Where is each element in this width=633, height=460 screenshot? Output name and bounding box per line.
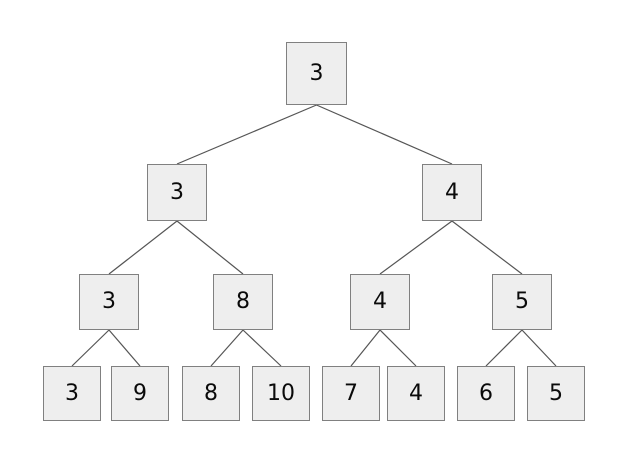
tree-node-label: 5 bbox=[515, 289, 529, 314]
tree-node[interactable]: 5 bbox=[492, 274, 552, 330]
tree-node[interactable]: 4 bbox=[422, 164, 482, 221]
tree-edge bbox=[379, 220, 453, 275]
tree-node[interactable]: 8 bbox=[213, 274, 273, 330]
tree-edge bbox=[350, 329, 381, 367]
tree-edge bbox=[210, 329, 244, 367]
tree-node-label: 5 bbox=[549, 380, 563, 406]
tree-edge bbox=[521, 329, 557, 367]
tree-node-label: 8 bbox=[204, 380, 218, 406]
tree-node-label: 8 bbox=[236, 289, 250, 314]
tree-edge bbox=[379, 329, 417, 367]
tree-node[interactable]: 3 bbox=[43, 366, 101, 421]
tree-node-label: 3 bbox=[65, 380, 79, 406]
tree-node[interactable]: 3 bbox=[79, 274, 139, 330]
tree-node[interactable]: 7 bbox=[322, 366, 380, 421]
tree-node-label: 4 bbox=[445, 179, 459, 205]
tree-node[interactable]: 6 bbox=[457, 366, 515, 421]
tree-edge bbox=[242, 329, 282, 367]
tree-node[interactable]: 3 bbox=[286, 42, 347, 105]
tree-node-label: 7 bbox=[344, 380, 358, 406]
tree-node-label: 4 bbox=[373, 289, 387, 314]
tree-node[interactable]: 8 bbox=[182, 366, 240, 421]
tree-node-label: 3 bbox=[170, 179, 184, 205]
tree-edge bbox=[108, 220, 178, 275]
tree-node[interactable]: 10 bbox=[252, 366, 310, 421]
tree-edge bbox=[108, 329, 141, 367]
tree-node[interactable]: 9 bbox=[111, 366, 169, 421]
tree-edge bbox=[485, 329, 523, 367]
tree-node[interactable]: 4 bbox=[387, 366, 445, 421]
tree-node-label: 4 bbox=[409, 380, 423, 406]
tree-node[interactable]: 4 bbox=[350, 274, 410, 330]
tree-node-label: 3 bbox=[102, 289, 116, 314]
tree-edge bbox=[316, 104, 453, 165]
tree-node-label: 3 bbox=[309, 60, 324, 86]
tree-edge bbox=[176, 104, 317, 165]
tree-edge bbox=[71, 329, 110, 367]
tree-node-label: 6 bbox=[479, 380, 493, 406]
tree-edge bbox=[451, 220, 523, 275]
tree-node[interactable]: 5 bbox=[527, 366, 585, 421]
tree-edge bbox=[176, 220, 244, 275]
tree-node[interactable]: 3 bbox=[147, 164, 207, 221]
tree-node-label: 9 bbox=[133, 380, 147, 406]
tree-node-label: 10 bbox=[267, 380, 295, 406]
